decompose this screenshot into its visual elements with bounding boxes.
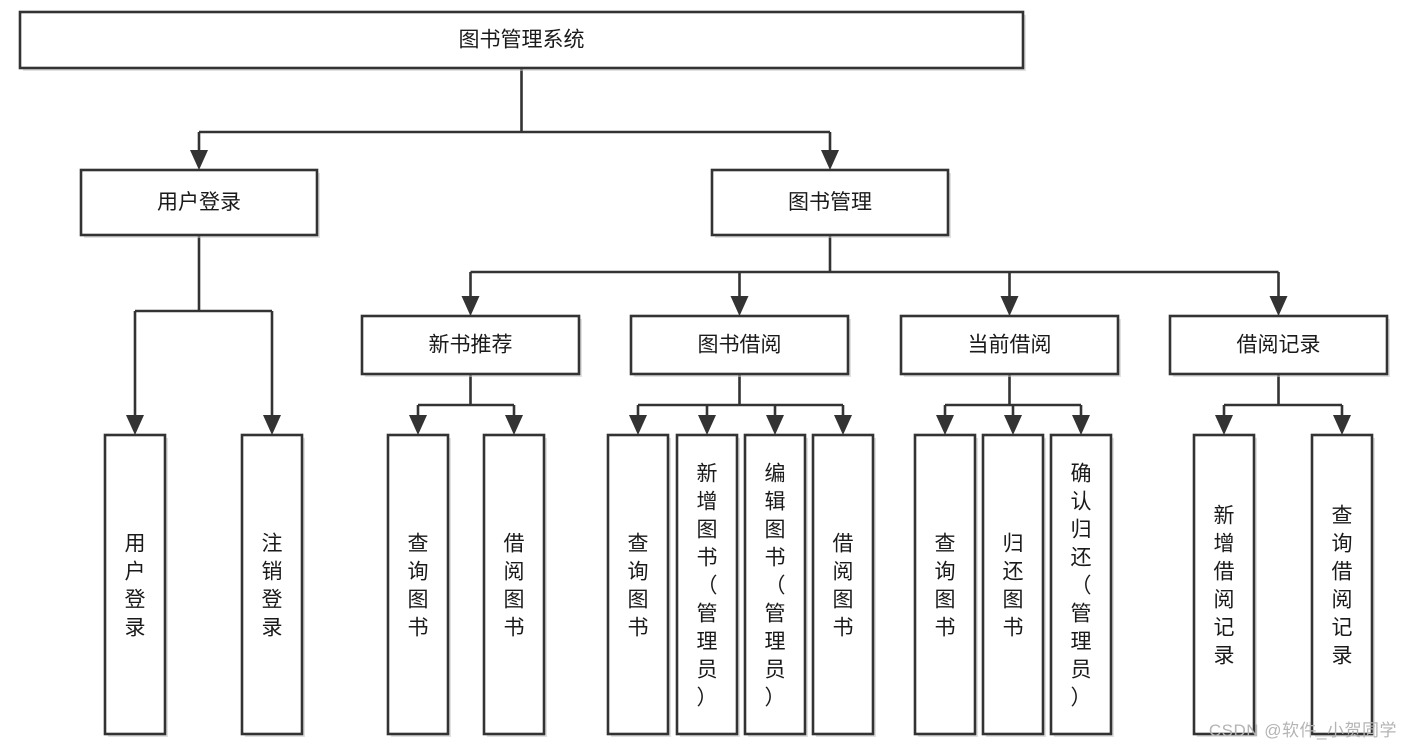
leaf-node-9[interactable]: 查询图书 bbox=[913, 433, 978, 737]
leaf-node-label: 新增图书（管理员） bbox=[697, 463, 718, 710]
leaf-node-8[interactable]: 借阅图书 bbox=[811, 433, 876, 737]
leaf-node-7[interactable]: 编辑图书（管理员） bbox=[743, 433, 808, 737]
level3-node-label: 当前借阅 bbox=[968, 334, 1052, 357]
leaf-node-rect[interactable] bbox=[675, 433, 739, 736]
arrow-head-icon bbox=[766, 415, 784, 435]
diagram-nodes: 图书管理系统用户登录图书管理新书推荐图书借阅当前借阅借阅记录用户登录注销登录查询… bbox=[18, 10, 1390, 737]
leaf-node-4[interactable]: 借阅图书 bbox=[482, 433, 547, 737]
arrow-head-icon bbox=[263, 415, 281, 435]
level3-node-rect[interactable] bbox=[360, 314, 581, 376]
leaf-node-10[interactable]: 归还图书 bbox=[981, 433, 1046, 737]
level2-node-rect[interactable] bbox=[79, 168, 319, 237]
leaf-node-rect[interactable] bbox=[482, 433, 546, 736]
arrow-head-icon bbox=[821, 150, 839, 170]
arrow-head-icon bbox=[1333, 415, 1351, 435]
leaf-node-3[interactable]: 查询图书 bbox=[386, 433, 451, 737]
level3-node-label: 图书借阅 bbox=[698, 334, 782, 357]
level3-node-rect[interactable] bbox=[629, 314, 850, 376]
arrow-head-icon bbox=[1000, 296, 1019, 316]
arrow-head-icon bbox=[126, 415, 144, 435]
arrow-head-icon bbox=[409, 415, 427, 435]
leaf-node-label: 查询图书 bbox=[628, 533, 649, 640]
connector-edges bbox=[126, 68, 1351, 435]
leaf-node-rect[interactable] bbox=[386, 433, 450, 736]
arrow-head-icon bbox=[698, 415, 716, 435]
leaf-node-1[interactable]: 用户登录 bbox=[103, 433, 168, 737]
leaf-node-label: 编辑图书（管理员） bbox=[765, 463, 786, 710]
leaf-node-label: 确认归还（管理员） bbox=[1071, 463, 1092, 710]
leaf-node-label: 注销登录 bbox=[262, 533, 283, 640]
arrow-head-icon bbox=[190, 150, 208, 170]
leaf-node-rect[interactable] bbox=[1049, 433, 1113, 736]
root-node-rect[interactable] bbox=[18, 10, 1025, 70]
arrow-head-icon bbox=[936, 415, 954, 435]
leaf-node-5[interactable]: 查询图书 bbox=[606, 433, 671, 737]
level3-node-2[interactable]: 图书借阅 bbox=[629, 314, 851, 377]
root-node-label: 图书管理系统 bbox=[459, 29, 585, 52]
leaf-node-12[interactable]: 新增借阅记录 bbox=[1192, 433, 1257, 737]
leaf-node-label: 借阅图书 bbox=[833, 533, 854, 640]
leaf-node-rect[interactable] bbox=[606, 433, 670, 736]
leaf-node-6[interactable]: 新增图书（管理员） bbox=[675, 433, 740, 737]
level3-node-rect[interactable] bbox=[1168, 314, 1389, 376]
level2-node-label: 用户登录 bbox=[157, 191, 241, 214]
arrow-head-icon bbox=[629, 415, 647, 435]
leaf-node-rect[interactable] bbox=[913, 433, 977, 736]
leaf-node-2[interactable]: 注销登录 bbox=[240, 433, 305, 737]
leaf-node-13[interactable]: 查询借阅记录 bbox=[1310, 433, 1375, 737]
leaf-node-label: 查询借阅记录 bbox=[1332, 505, 1353, 668]
root-node-1[interactable]: 图书管理系统 bbox=[18, 10, 1026, 71]
level2-node-2[interactable]: 图书管理 bbox=[710, 168, 951, 238]
watermark-label: CSDN @软件_小贺同学 bbox=[1208, 721, 1397, 740]
arrow-head-icon bbox=[1269, 296, 1288, 316]
arrow-head-icon bbox=[1004, 415, 1022, 435]
arrow-head-icon bbox=[461, 296, 480, 316]
leaf-node-rect[interactable] bbox=[1192, 433, 1256, 736]
arrow-head-icon bbox=[1072, 415, 1090, 435]
leaf-node-label: 借阅图书 bbox=[504, 533, 525, 640]
leaf-node-label: 查询图书 bbox=[408, 533, 429, 640]
leaf-node-rect[interactable] bbox=[981, 433, 1045, 736]
level3-node-3[interactable]: 当前借阅 bbox=[899, 314, 1121, 377]
leaf-node-label: 查询图书 bbox=[935, 533, 956, 640]
level2-node-label: 图书管理 bbox=[788, 191, 872, 214]
leaf-node-rect[interactable] bbox=[743, 433, 807, 736]
arrow-head-icon bbox=[505, 415, 523, 435]
level3-node-label: 借阅记录 bbox=[1237, 334, 1321, 357]
leaf-node-label: 用户登录 bbox=[125, 533, 146, 640]
leaf-node-label: 归还图书 bbox=[1003, 533, 1024, 640]
level3-node-4[interactable]: 借阅记录 bbox=[1168, 314, 1390, 377]
leaf-node-11[interactable]: 确认归还（管理员） bbox=[1049, 433, 1114, 737]
level3-node-rect[interactable] bbox=[899, 314, 1120, 376]
level3-node-1[interactable]: 新书推荐 bbox=[360, 314, 582, 377]
leaf-node-label: 新增借阅记录 bbox=[1214, 505, 1235, 668]
leaf-node-rect[interactable] bbox=[240, 433, 304, 736]
arrow-head-icon bbox=[834, 415, 852, 435]
arrow-head-icon bbox=[730, 296, 749, 316]
arrow-head-icon bbox=[1215, 415, 1233, 435]
leaf-node-rect[interactable] bbox=[1310, 433, 1374, 736]
leaf-node-rect[interactable] bbox=[811, 433, 875, 736]
level2-node-rect[interactable] bbox=[710, 168, 950, 237]
level2-node-1[interactable]: 用户登录 bbox=[79, 168, 320, 238]
leaf-node-rect[interactable] bbox=[103, 433, 167, 736]
level3-node-label: 新书推荐 bbox=[429, 334, 513, 357]
